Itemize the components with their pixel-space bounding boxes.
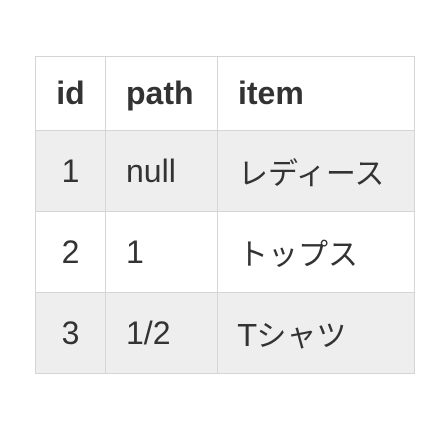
header-row: id path item (35, 56, 415, 131)
cell-path: 1/2 (105, 292, 218, 374)
column-header-item: item (217, 56, 415, 131)
cell-path: 1 (105, 211, 218, 293)
table-body: 1 null レディース 2 1 トップス 3 1/2 Tシャツ (35, 130, 415, 374)
table-row: 1 null レディース (35, 130, 415, 212)
cell-item: Tシャツ (217, 292, 415, 374)
cell-item: トップス (217, 211, 415, 293)
column-header-id: id (35, 56, 106, 131)
data-table: id path item 1 null レディース 2 1 トップス 3 1/2… (35, 56, 415, 374)
cell-id: 1 (35, 130, 106, 212)
cell-id: 3 (35, 292, 106, 374)
table-row: 2 1 トップス (35, 211, 415, 293)
cell-path: null (105, 130, 218, 212)
table-header: id path item (35, 56, 415, 131)
column-header-path: path (105, 56, 218, 131)
cell-id: 2 (35, 211, 106, 293)
cell-item: レディース (217, 130, 415, 212)
table-row: 3 1/2 Tシャツ (35, 292, 415, 374)
